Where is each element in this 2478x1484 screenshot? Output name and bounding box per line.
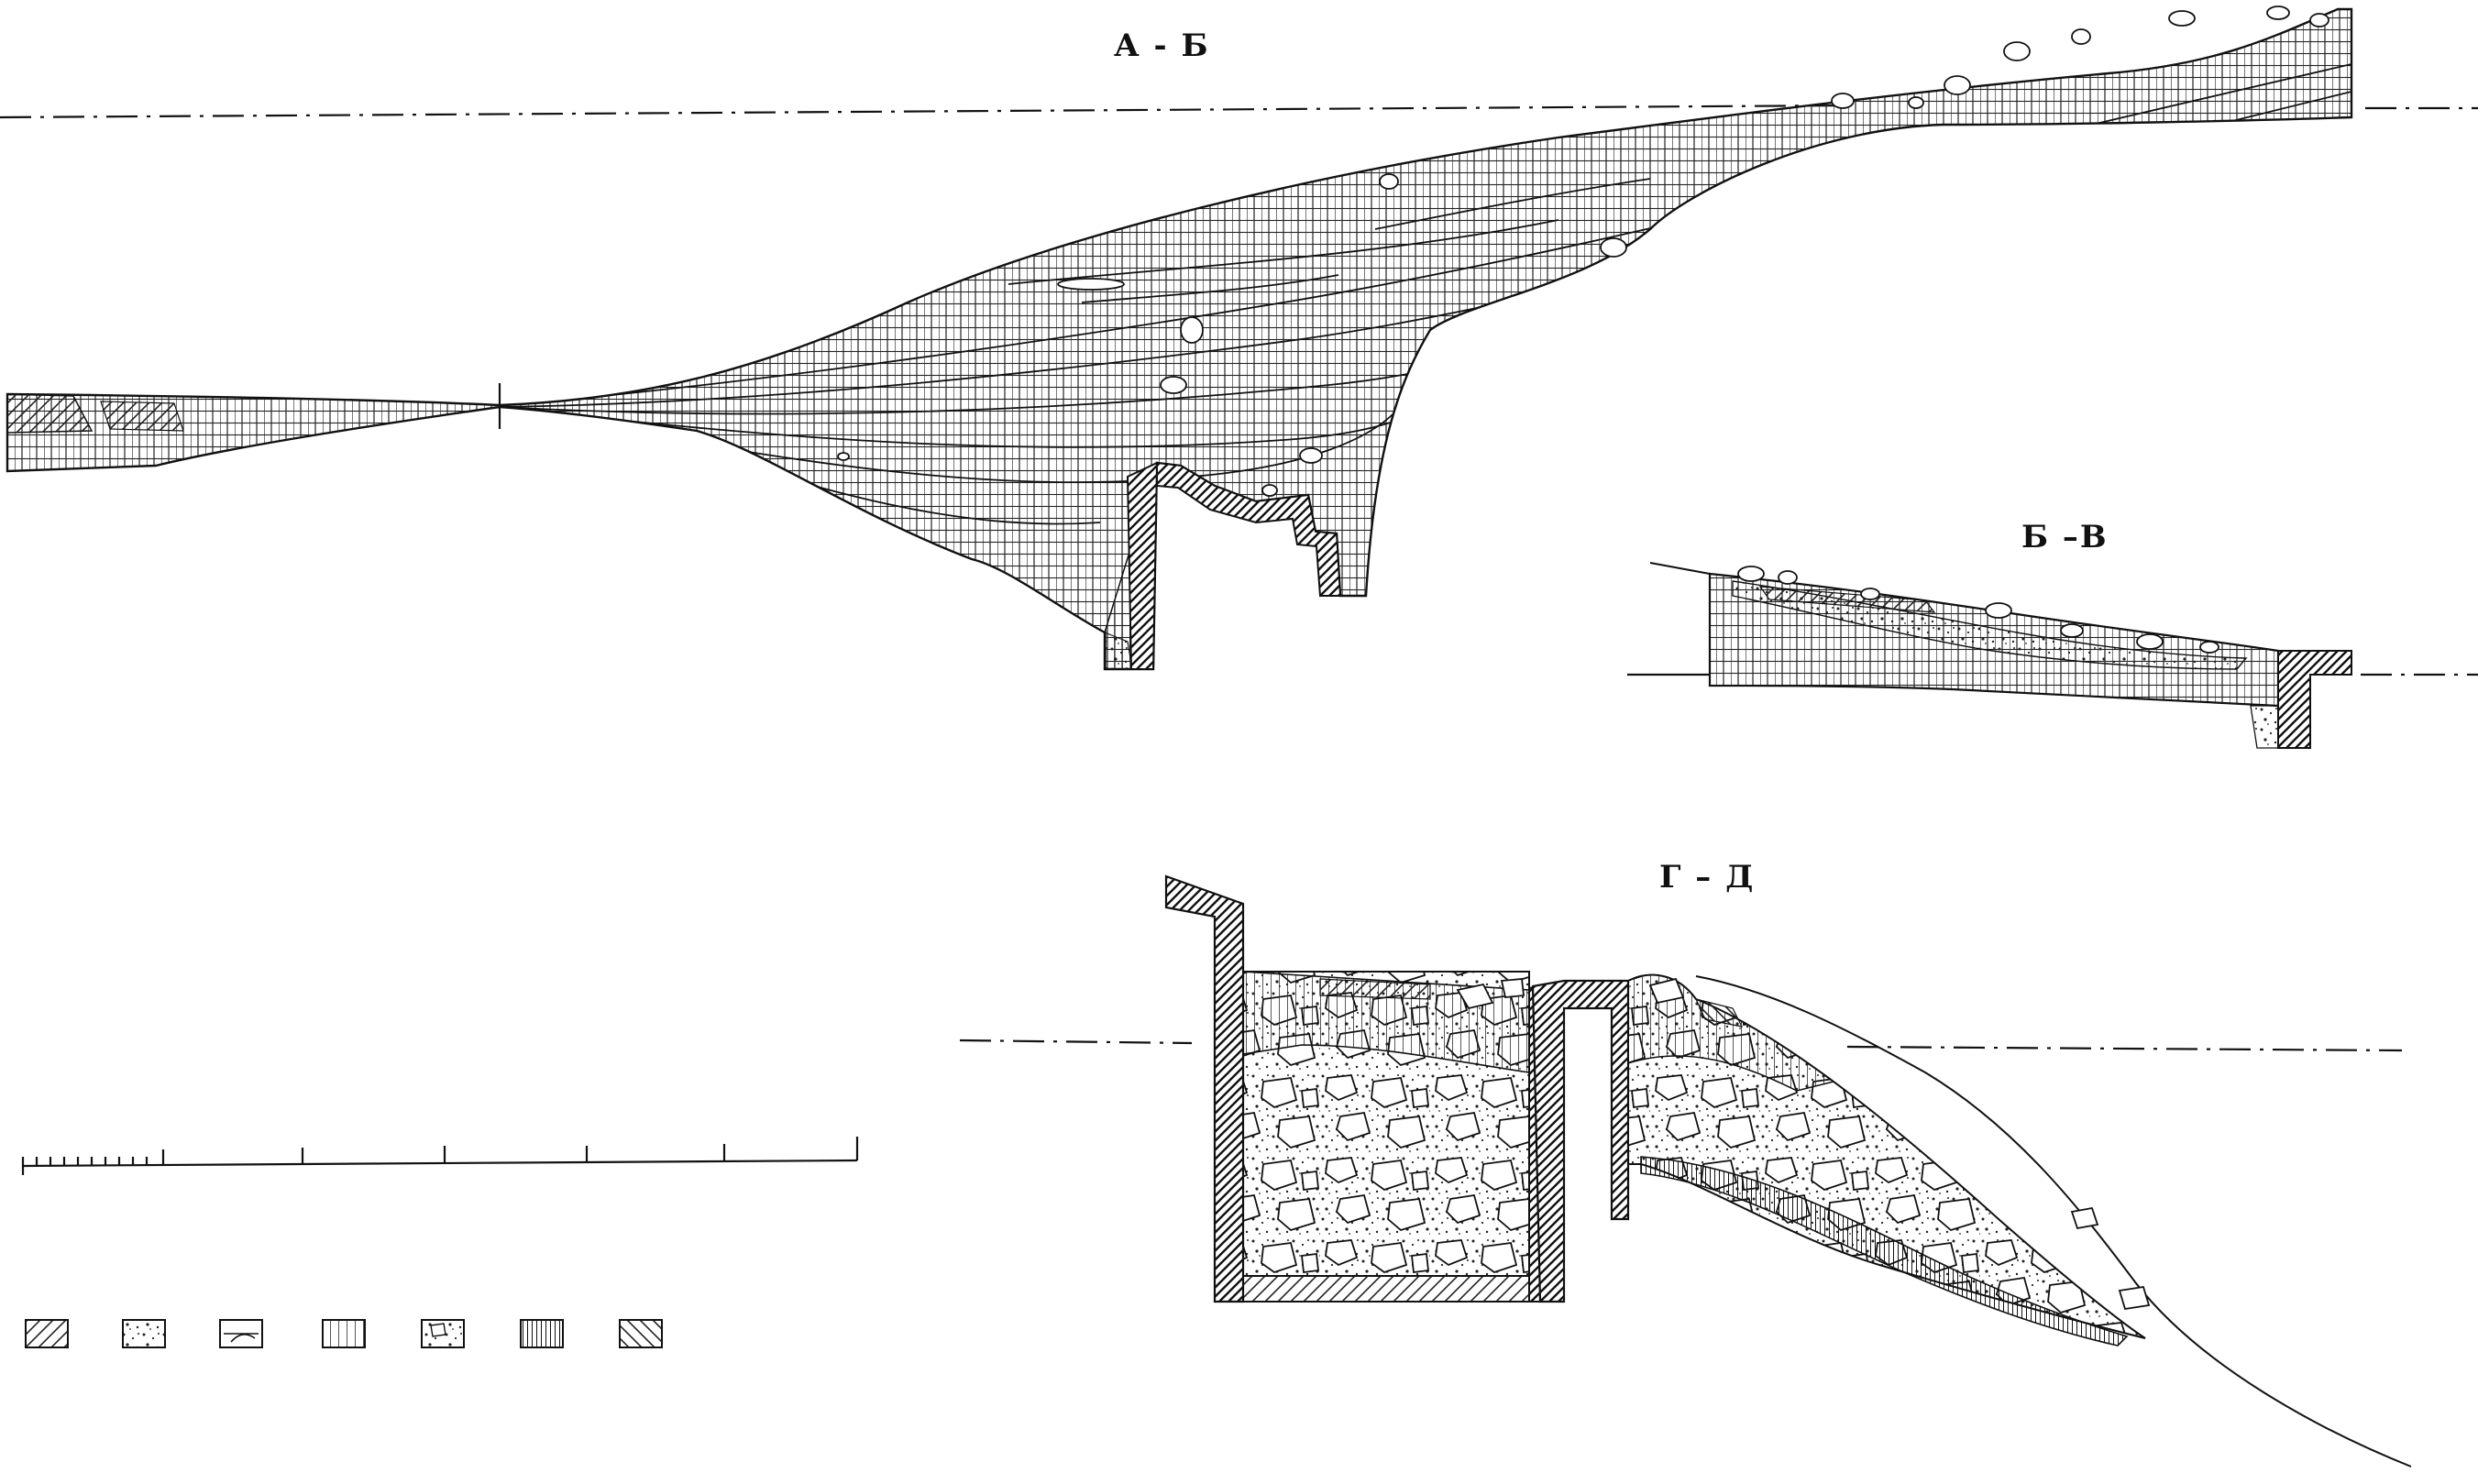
section-gd xyxy=(959,874,2412,1468)
gd-wall-left xyxy=(1164,874,1245,1303)
legend-swatch-diag-hatch xyxy=(25,1319,69,1348)
bv-wall xyxy=(2277,650,2352,749)
legend-swatch-dense-vert xyxy=(520,1319,564,1348)
section-title-bv: Б –В xyxy=(2021,519,2109,555)
section-bv xyxy=(1627,562,2478,749)
legend xyxy=(25,1319,663,1348)
ab-fill-body xyxy=(6,7,2353,671)
legend-swatch-speckle xyxy=(122,1319,166,1348)
gd-floor xyxy=(1242,1275,1530,1303)
legend-swatch-back-diag xyxy=(619,1319,663,1348)
section-title-ab: А - Б xyxy=(1114,27,1210,64)
section-title-gd: Г – Д xyxy=(1659,859,1756,896)
scale-bar xyxy=(21,1137,859,1175)
section-ab xyxy=(0,5,2478,671)
gd-wall-center xyxy=(1531,979,1630,1303)
ab-wall-step xyxy=(1156,461,1342,597)
ab-wall xyxy=(1126,461,1159,670)
legend-swatch-vert-hatch xyxy=(322,1319,366,1348)
